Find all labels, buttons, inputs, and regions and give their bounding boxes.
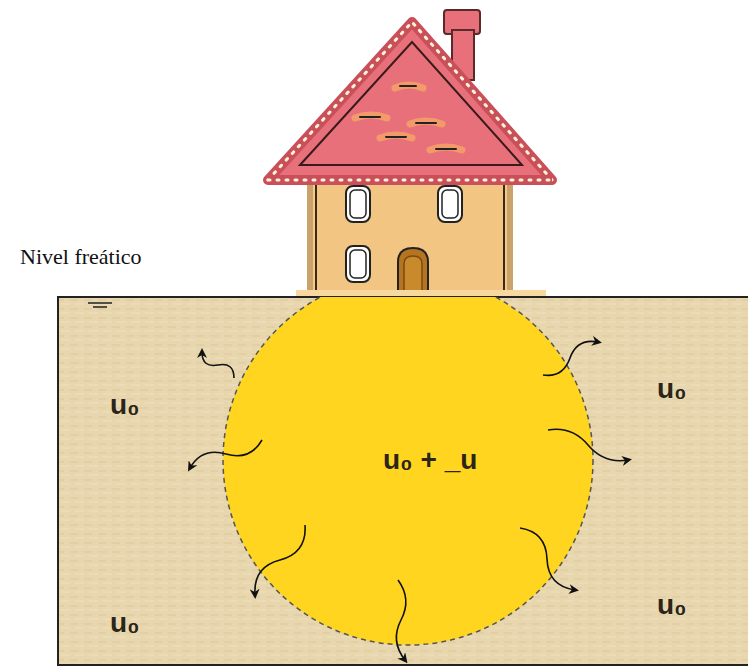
pressure-label: u₀ bbox=[110, 389, 140, 421]
flow-arrow bbox=[190, 440, 262, 468]
water-table-label: Nivel freático bbox=[20, 244, 142, 270]
pressure-label: u₀ bbox=[110, 607, 140, 639]
pressure-label: u₀ bbox=[657, 373, 687, 405]
flow-arrow bbox=[255, 525, 305, 595]
pressure-label: u₀ bbox=[657, 589, 687, 621]
pressure-bulb: u₀ + _u bbox=[222, 297, 594, 646]
flow-arrow bbox=[543, 341, 598, 375]
flow-arrow bbox=[548, 429, 628, 460]
bulb-label: u₀ + _u bbox=[383, 444, 477, 476]
flow-arrow bbox=[202, 352, 234, 378]
soil-region: u₀ u₀ u₀ u₀ u₀ + _u bbox=[57, 297, 748, 665]
flow-arrow bbox=[520, 528, 575, 590]
flow-arrow bbox=[396, 580, 405, 660]
